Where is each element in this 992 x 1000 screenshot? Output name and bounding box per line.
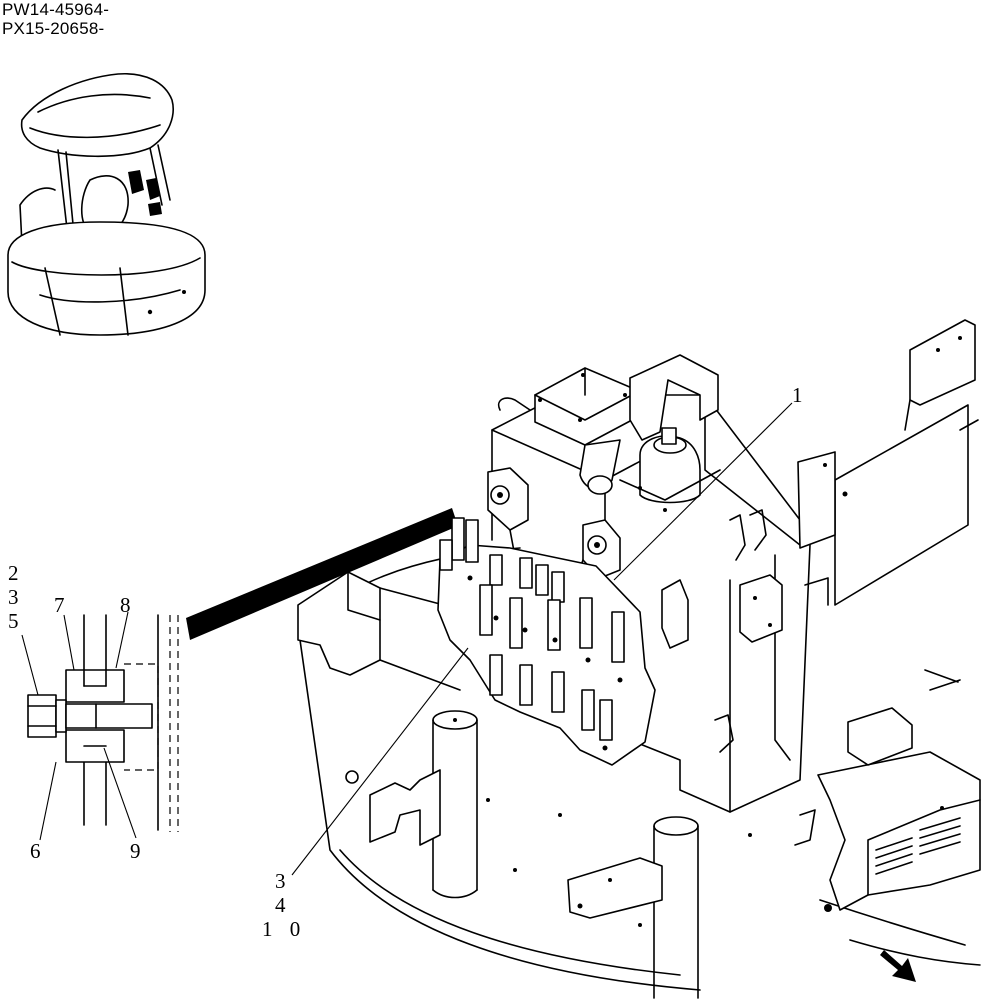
callout-1: 1 bbox=[792, 383, 803, 407]
serial-range-2: PX15-20658- bbox=[2, 19, 105, 38]
callout-8: 8 bbox=[120, 593, 131, 617]
mounting-bolt-detail bbox=[21, 611, 179, 841]
callout-7: 7 bbox=[54, 593, 65, 617]
callout-5: 5 bbox=[8, 609, 19, 633]
valve-spools bbox=[439, 517, 625, 741]
serial-range-1: PW14-45964- bbox=[2, 0, 110, 19]
main-assembly bbox=[297, 319, 981, 999]
callout-4: 4 bbox=[275, 893, 286, 917]
front-direction-arrow-icon bbox=[880, 950, 916, 982]
excavator-cab-locator-icon bbox=[7, 72, 206, 336]
cover-vents bbox=[875, 817, 961, 875]
callout-10: 1 0 bbox=[262, 917, 307, 941]
leader-1 bbox=[613, 402, 793, 581]
callout-9: 9 bbox=[130, 839, 141, 863]
callout-3-detail: 3 bbox=[8, 585, 19, 609]
leader-3 bbox=[291, 647, 469, 876]
detail-pointer-wedge bbox=[186, 508, 458, 640]
callout-6: 6 bbox=[30, 839, 41, 863]
callout-3-main: 3 bbox=[275, 869, 286, 893]
callout-2: 2 bbox=[8, 561, 19, 585]
